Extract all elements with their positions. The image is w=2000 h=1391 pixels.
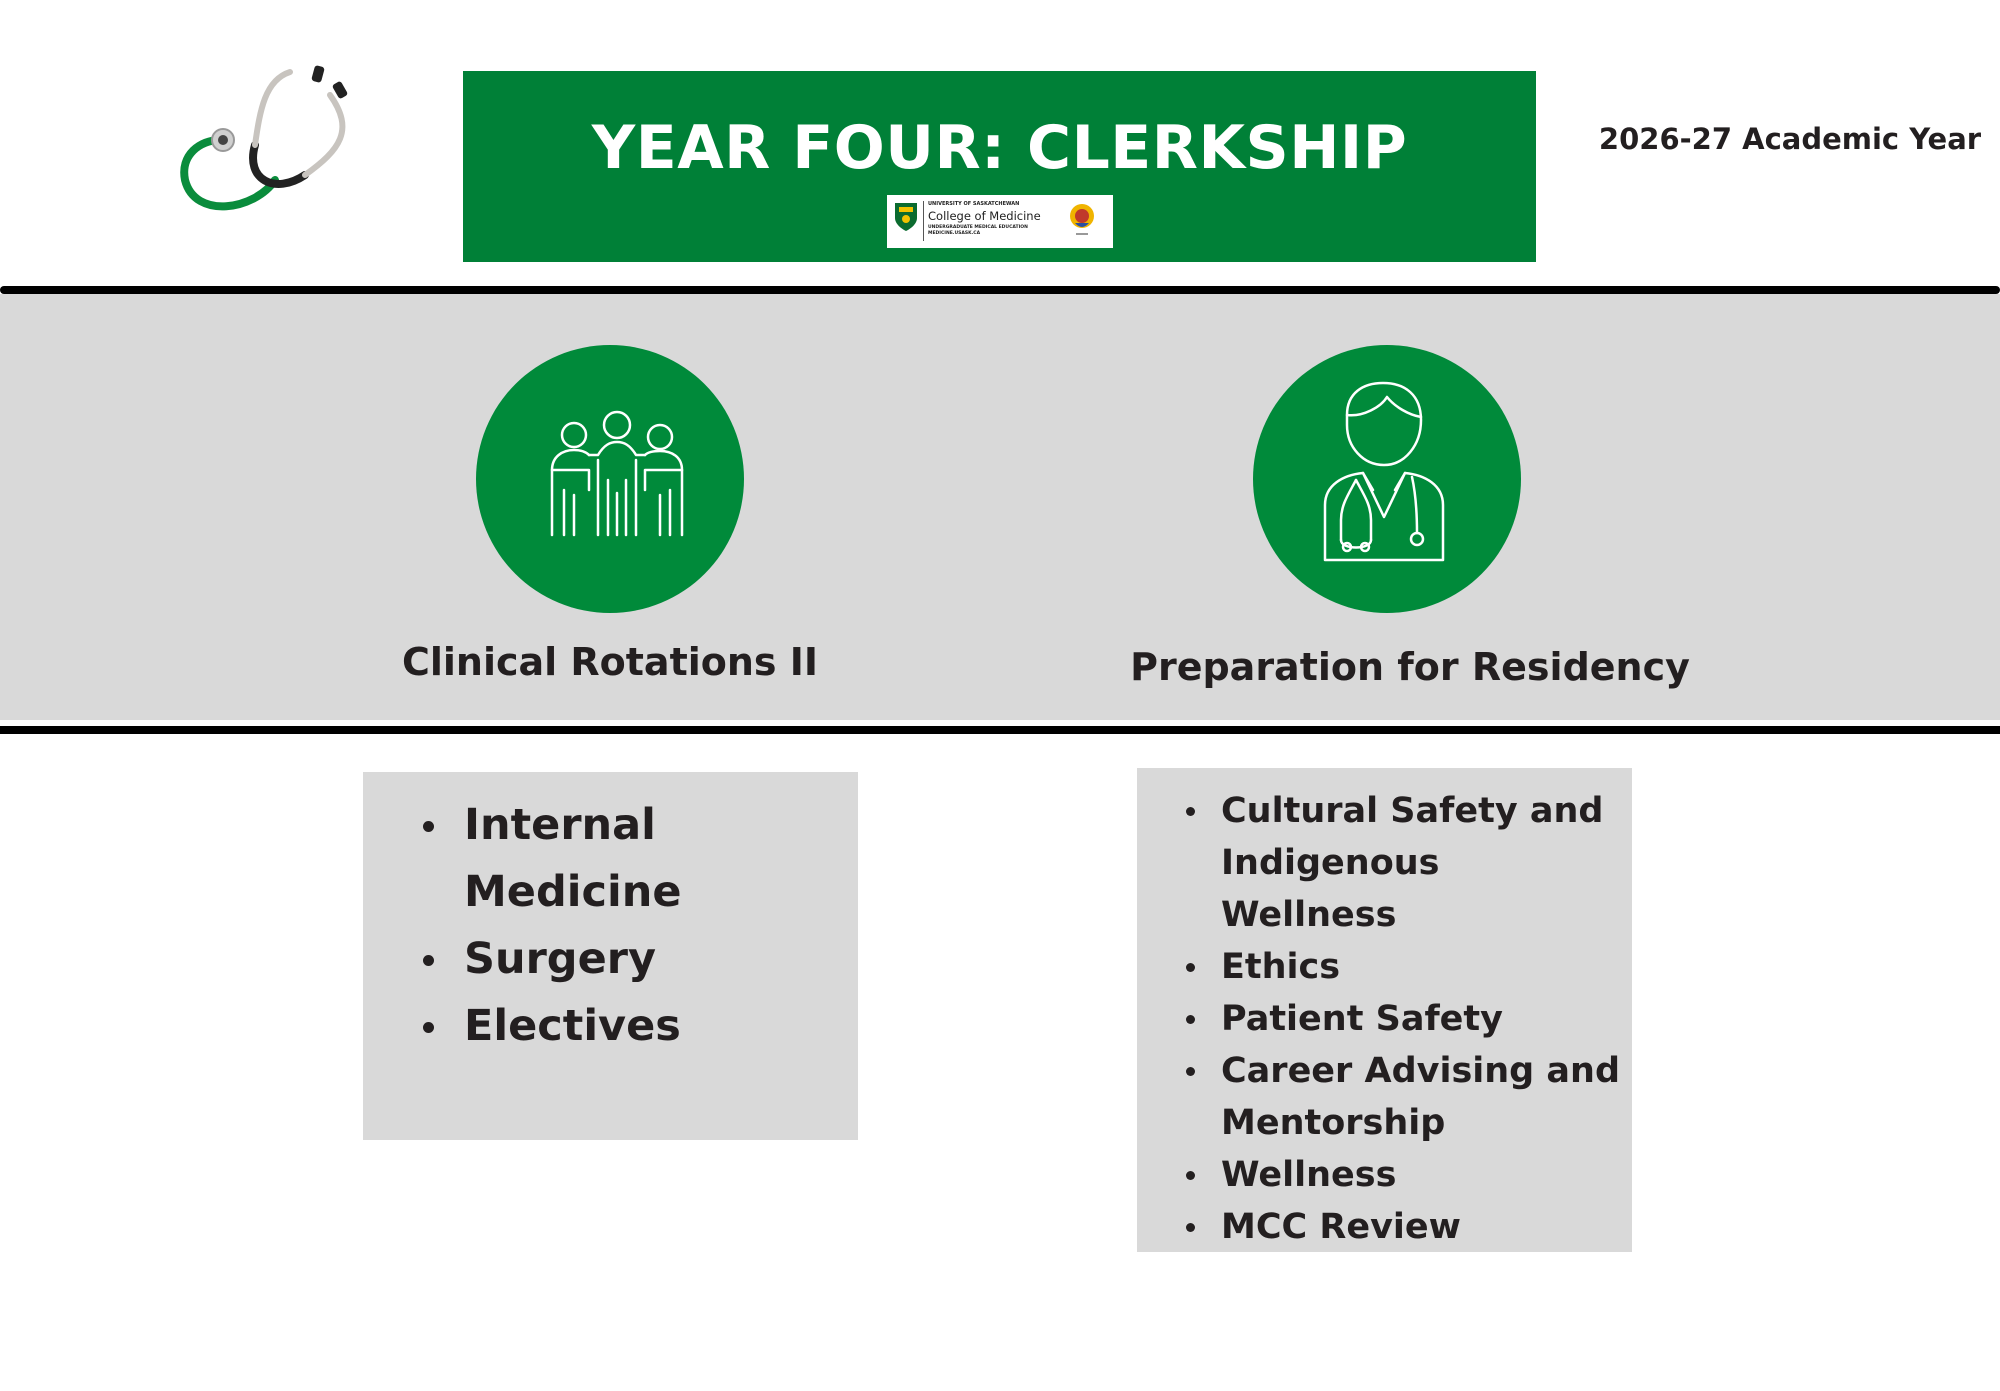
residency-prep-circle — [1253, 345, 1521, 613]
logo-url: MEDICINE.USASK.CA — [928, 231, 981, 236]
clinical-rotations-list-box: Internal Medicine Surgery Electives — [363, 772, 858, 1140]
doctor-icon — [1323, 381, 1445, 562]
college-logo: UNIVERSITY OF SASKATCHEWAN College of Me… — [887, 195, 1113, 248]
group-of-people-icon — [550, 410, 684, 537]
clinical-rotations-list: Internal Medicine Surgery Electives — [363, 792, 858, 1060]
list-item: Cultural Safety and Indigenous Wellness — [1137, 785, 1621, 941]
clinical-rotations-circle — [476, 345, 744, 613]
logo-university: UNIVERSITY OF SASKATCHEWAN — [928, 201, 1020, 207]
residency-prep-list-box: Cultural Safety and Indigenous Wellness … — [1137, 768, 1632, 1252]
title-banner: YEAR FOUR: CLERKSHIP UNIVERSITY OF SASKA… — [463, 71, 1536, 262]
pillar-title-residency-prep: Preparation for Residency — [1130, 645, 1690, 689]
list-item: Patient Safety — [1137, 993, 1632, 1045]
indigenous-emblem-icon — [1070, 204, 1094, 235]
list-item: Career Advising and Mentorship — [1137, 1045, 1621, 1149]
university-crest-icon — [895, 203, 917, 231]
academic-year: 2026-27 Academic Year — [1598, 122, 1982, 156]
list-item: Electives — [363, 993, 858, 1060]
divider-bottom — [0, 726, 2000, 734]
logo-divider — [923, 201, 924, 241]
list-item: Internal Medicine — [363, 792, 694, 926]
pillar-band — [0, 294, 2000, 720]
residency-prep-list: Cultural Safety and Indigenous Wellness … — [1137, 785, 1632, 1253]
stethoscope-icon — [175, 60, 375, 230]
list-item: MCC Review — [1137, 1201, 1632, 1253]
logo-college: College of Medicine — [928, 209, 1041, 223]
list-item: Ethics — [1137, 941, 1632, 993]
list-item: Surgery — [363, 926, 858, 993]
list-item: Wellness — [1137, 1149, 1632, 1201]
pillar-title-clinical-rotations: Clinical Rotations II — [401, 640, 819, 684]
page-title: YEAR FOUR: CLERKSHIP — [591, 113, 1408, 183]
logo-program: UNDERGRADUATE MEDICAL EDUCATION — [928, 225, 1028, 230]
divider-top — [0, 286, 2000, 294]
